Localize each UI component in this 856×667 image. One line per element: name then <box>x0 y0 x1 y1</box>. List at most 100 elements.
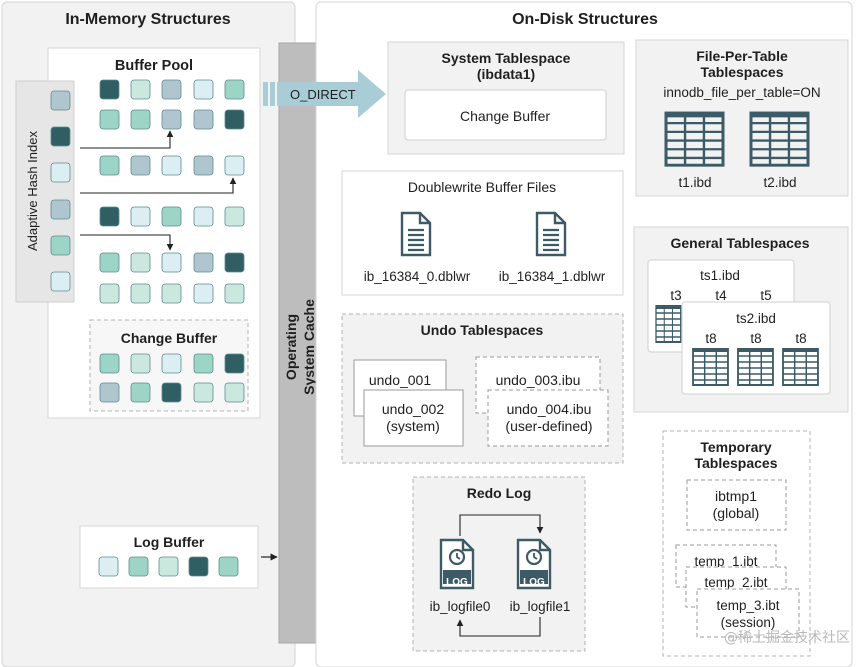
dblwr-file-1: ib_16384_1.dblwr <box>499 269 606 284</box>
temp-3-label: temp_3.ibt <box>716 598 779 613</box>
buffer-pool-page <box>161 283 182 304</box>
temp-session-sub: (session) <box>721 615 776 630</box>
os-cache-label-2: System Cache <box>301 299 317 395</box>
ibtmp1-box <box>686 479 787 531</box>
buffer-pool-title: Buffer Pool <box>115 58 193 74</box>
undo-004-box <box>487 389 609 447</box>
change-buffer-page <box>224 382 245 403</box>
buffer-pool-page <box>99 155 120 176</box>
ts2-table-t8-a: t8 <box>705 331 716 346</box>
buffer-pool-page <box>224 283 245 304</box>
t1-label: t1.ibd <box>678 175 711 190</box>
buffer-pool-page <box>161 109 182 130</box>
log-buffer-page <box>218 556 239 577</box>
ts2-table-t8-c: t8 <box>795 331 806 346</box>
temp-1-label: temp_1.ibt <box>694 554 757 569</box>
buffer-pool-page <box>193 206 214 227</box>
ibtmp1-sub: (global) <box>713 505 760 521</box>
in-memory-title: In-Memory Structures <box>65 11 230 28</box>
buffer-pool-page <box>99 79 120 100</box>
change-buffer-page <box>161 353 182 374</box>
undo-003-label: undo_003.ibu <box>496 372 581 388</box>
temp-2-label: temp_2.ibt <box>704 575 767 590</box>
undo-tablespaces-title: Undo Tablespaces <box>421 322 544 338</box>
buffer-pool-page <box>99 206 120 227</box>
t2-label: t2.ibd <box>763 175 796 190</box>
undo-002-sub: (system) <box>386 418 440 434</box>
log-buffer-pages <box>98 556 239 577</box>
buffer-pool-page <box>99 252 120 273</box>
buffer-pool-page <box>193 155 214 176</box>
undo-002-label: undo_002 <box>382 401 445 417</box>
file-per-table-subtitle: Tablespaces <box>700 64 783 80</box>
system-change-buffer-box <box>404 89 607 141</box>
buffer-pool-page <box>224 79 245 100</box>
buffer-pool-page <box>161 79 182 100</box>
change-buffer-page <box>99 353 120 374</box>
buffer-pool-page <box>193 252 214 273</box>
redo-cycle-arrow-bottom <box>456 617 541 637</box>
buffer-pool-page <box>99 283 120 304</box>
change-buffer-page <box>224 353 245 374</box>
ts1-table-t4: t4 <box>715 288 727 303</box>
on-disk-title: On-Disk Structures <box>512 11 658 28</box>
redo-cycle-arrow-top <box>459 514 544 536</box>
hash-index-entry <box>50 199 71 220</box>
hash-index-entry <box>50 235 71 256</box>
buffer-pool-page <box>193 109 214 130</box>
ts2-label: ts2.ibd <box>736 311 776 326</box>
change-buffer-page <box>193 382 214 403</box>
hash-index-entry <box>50 271 71 292</box>
undo-004-sub: (user-defined) <box>505 418 592 434</box>
file-per-table-panel <box>635 39 849 197</box>
ib-logfile1-label: ib_logfile1 <box>510 599 571 614</box>
adaptive-hash-index-panel <box>15 80 75 303</box>
buffer-pool-page <box>130 109 151 130</box>
ts2-table-t8-b: t8 <box>750 331 761 346</box>
change-buffer-page <box>130 382 151 403</box>
change-buffer-page <box>161 382 182 403</box>
log-buffer-page <box>128 556 149 577</box>
log-icon-text-1: LOG <box>523 577 545 588</box>
temporary-tablespaces-title: Temporary <box>700 439 772 455</box>
hash-index-entry <box>50 162 71 183</box>
buffer-pool-page <box>130 79 151 100</box>
system-change-buffer-label: Change Buffer <box>460 108 550 124</box>
dblwr-file-0: ib_16384_0.dblwr <box>364 269 471 284</box>
ib-logfile0-label: ib_logfile0 <box>430 599 491 614</box>
redo-log-title: Redo Log <box>467 485 532 501</box>
buffer-pool-page <box>130 206 151 227</box>
temporary-tablespaces-subtitle: Tablespaces <box>694 455 777 471</box>
os-cache-label-1: Operating <box>283 314 299 380</box>
buffer-pool-page <box>224 109 245 130</box>
undo-001-label: undo_001 <box>369 372 432 388</box>
file-per-table-setting: innodb_file_per_table=ON <box>663 85 820 100</box>
general-tablespaces-title: General Tablespaces <box>670 235 809 251</box>
buffer-pool-page <box>193 79 214 100</box>
o-direct-arrow: O_DIRECT <box>263 70 386 118</box>
buffer-pool-page <box>130 252 151 273</box>
watermark: @稀土掘金技术社区 <box>724 630 850 646</box>
file-per-table-title: File-Per-Table <box>696 48 788 64</box>
doublewrite-title: Doublewrite Buffer Files <box>408 179 556 195</box>
log-buffer-page <box>188 556 209 577</box>
ts1-table-t3: t3 <box>670 288 681 303</box>
change-buffer-pages <box>99 353 245 403</box>
buffer-pool-page <box>224 155 245 176</box>
buffer-pool-page <box>161 206 182 227</box>
undo-004-label: undo_004.ibu <box>507 401 592 417</box>
adaptive-hash-index-label: Adaptive Hash Index <box>25 131 40 251</box>
log-buffer-title: Log Buffer <box>134 534 205 550</box>
system-tablespace-subtitle: (ibdata1) <box>477 66 535 82</box>
undo-002-box <box>363 389 464 447</box>
adaptive-hash-index-pointers <box>80 130 237 251</box>
change-buffer-page <box>130 353 151 374</box>
doublewrite-file-icon-0 <box>400 211 432 257</box>
ts1-table-t5: t5 <box>760 288 771 303</box>
system-tablespace-title: System Tablespace <box>442 50 571 66</box>
ibtmp1-label: ibtmp1 <box>715 488 757 504</box>
doublewrite-panel <box>341 170 624 296</box>
ts1-label: ts1.ibd <box>700 268 740 283</box>
buffer-pool-page <box>224 252 245 273</box>
